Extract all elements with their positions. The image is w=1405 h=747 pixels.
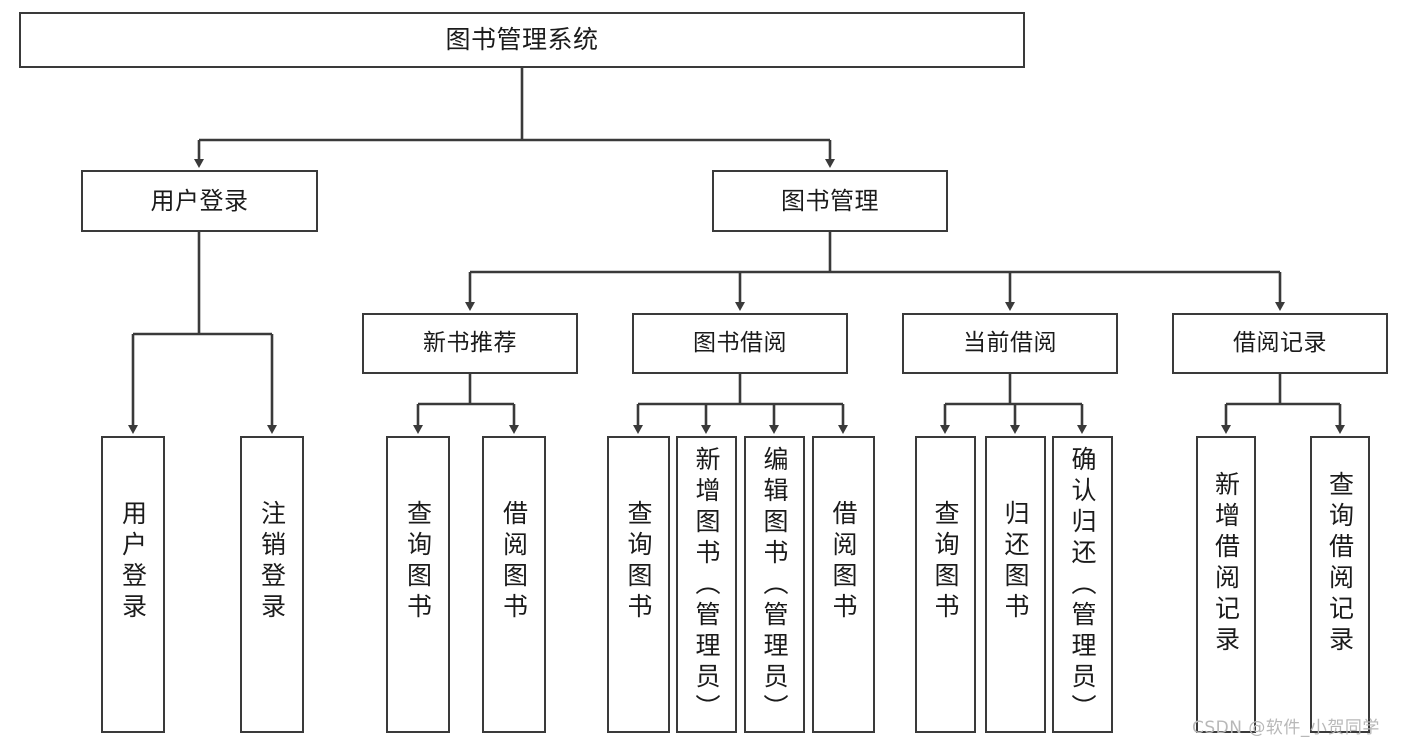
node-leaf-edit-book-admin-label: 编辑图书（管理员） [760, 446, 789, 725]
node-leaf-user-login-label: 用户登录 [118, 500, 148, 624]
node-leaf-query-book-bw-label: 查询图书 [624, 500, 653, 624]
node-leaf-return-book[interactable]: 归还图书 [985, 436, 1046, 733]
node-leaf-borrow-book-bw-label: 借阅图书 [829, 500, 858, 624]
node-leaf-query-borrow-record-label: 查询借阅记录 [1325, 471, 1355, 657]
node-book-borrow-label: 图书借阅 [693, 329, 787, 356]
node-root-label: 图书管理系统 [445, 25, 599, 55]
node-book-manage-label: 图书管理 [781, 186, 879, 215]
node-leaf-borrow-book-rec[interactable]: 借阅图书 [482, 436, 546, 733]
node-leaf-borrow-book-rec-label: 借阅图书 [499, 500, 529, 624]
node-user-login[interactable]: 用户登录 [81, 170, 318, 232]
node-borrow-record[interactable]: 借阅记录 [1172, 313, 1388, 374]
node-leaf-edit-book-admin[interactable]: 编辑图书（管理员） [744, 436, 805, 733]
watermark-text: CSDN @软件_小贺同学 [1192, 718, 1380, 738]
node-leaf-add-borrow-record[interactable]: 新增借阅记录 [1196, 436, 1256, 733]
node-root[interactable]: 图书管理系统 [19, 12, 1025, 68]
node-leaf-query-book-cur[interactable]: 查询图书 [915, 436, 976, 733]
node-new-book-recommend[interactable]: 新书推荐 [362, 313, 578, 374]
node-leaf-return-book-label: 归还图书 [1001, 500, 1030, 624]
node-leaf-user-login[interactable]: 用户登录 [101, 436, 165, 733]
node-new-book-recommend-label: 新书推荐 [423, 329, 517, 356]
node-leaf-add-borrow-record-label: 新增借阅记录 [1211, 471, 1241, 657]
node-leaf-logout-login[interactable]: 注销登录 [240, 436, 304, 733]
node-leaf-add-book-admin[interactable]: 新增图书（管理员） [676, 436, 737, 733]
node-book-borrow[interactable]: 图书借阅 [632, 313, 848, 374]
node-leaf-query-book-bw[interactable]: 查询图书 [607, 436, 670, 733]
node-current-borrow[interactable]: 当前借阅 [902, 313, 1118, 374]
node-leaf-query-book-cur-label: 查询图书 [931, 500, 960, 624]
node-leaf-confirm-return-admin-label: 确认归还（管理员） [1068, 446, 1097, 725]
node-current-borrow-label: 当前借阅 [963, 329, 1057, 356]
node-borrow-record-label: 借阅记录 [1233, 329, 1327, 356]
node-leaf-logout-login-label: 注销登录 [257, 500, 287, 624]
node-user-login-label: 用户登录 [150, 186, 249, 215]
node-leaf-add-book-admin-label: 新增图书（管理员） [692, 446, 721, 725]
node-book-manage[interactable]: 图书管理 [712, 170, 948, 232]
node-leaf-query-book-rec-label: 查询图书 [403, 500, 433, 624]
node-leaf-query-borrow-record[interactable]: 查询借阅记录 [1310, 436, 1370, 733]
node-leaf-query-book-rec[interactable]: 查询图书 [386, 436, 450, 733]
node-leaf-confirm-return-admin[interactable]: 确认归还（管理员） [1052, 436, 1113, 733]
node-leaf-borrow-book-bw[interactable]: 借阅图书 [812, 436, 875, 733]
